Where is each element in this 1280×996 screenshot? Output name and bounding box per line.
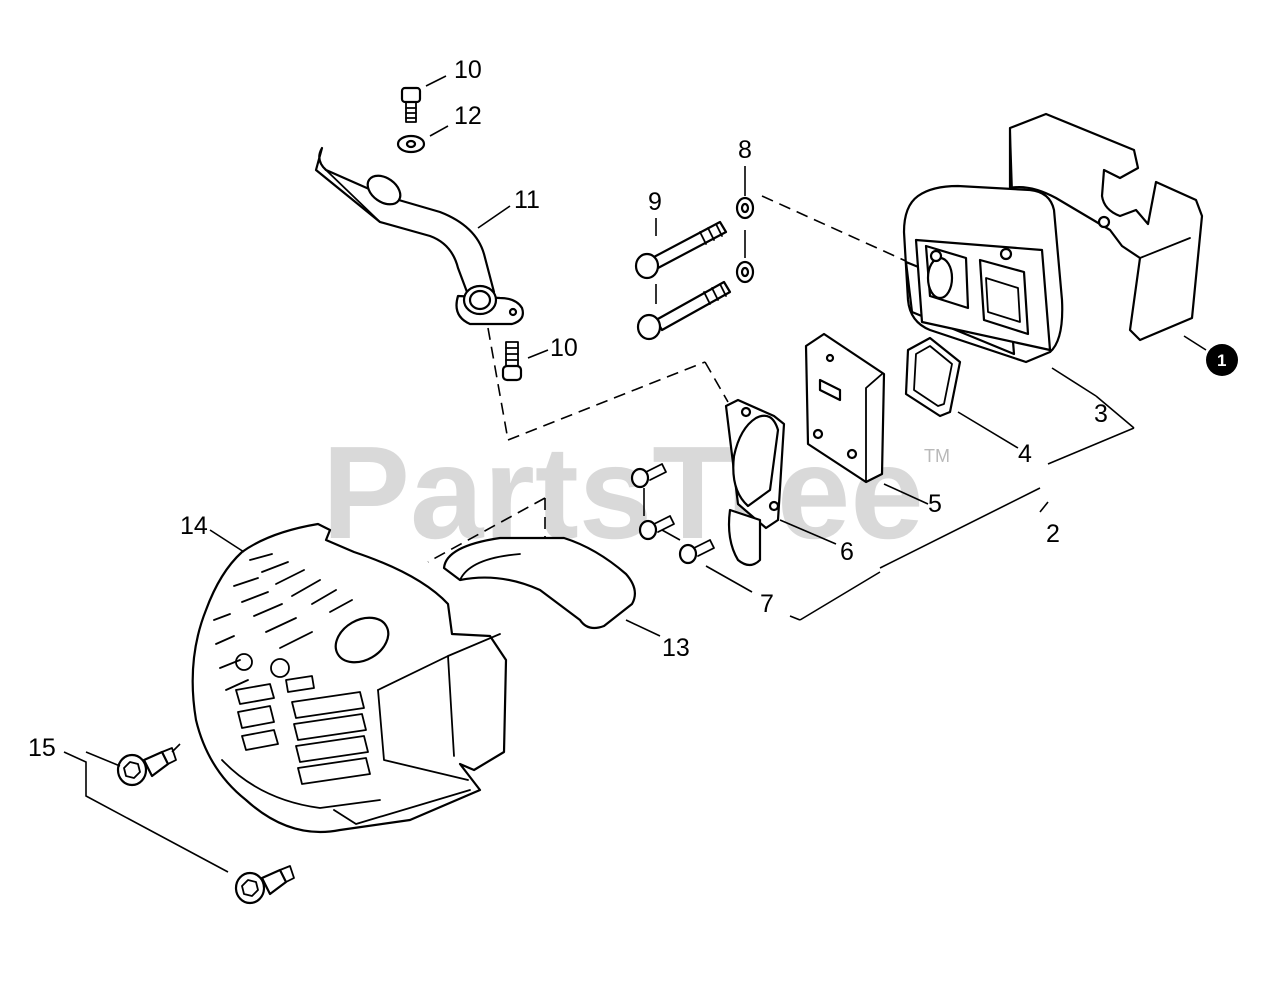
callout-12: 12 <box>454 102 482 130</box>
reference-marker-label: 1 <box>1217 351 1226 370</box>
part-5-plate[interactable] <box>804 332 886 484</box>
part-9-bolt-lower[interactable] <box>636 280 732 341</box>
part-4-gasket[interactable] <box>904 336 962 418</box>
callout-5: 5 <box>928 490 942 518</box>
part-6-flange[interactable] <box>724 398 786 567</box>
part-15-screw-lower[interactable] <box>234 865 295 905</box>
part-12-washer[interactable] <box>396 134 426 154</box>
part-7-screw-1[interactable] <box>630 463 667 489</box>
reference-marker[interactable]: 1 <box>1206 344 1238 376</box>
part-7-screw-2[interactable] <box>638 515 675 541</box>
callout-10-lower: 10 <box>550 334 578 362</box>
callout-4: 4 <box>1018 440 1032 468</box>
part-8-washer-lower[interactable] <box>735 260 755 284</box>
callout-10-top: 10 <box>454 56 482 84</box>
callout-13: 13 <box>662 634 690 662</box>
watermark-trademark: TM <box>924 446 950 466</box>
callout-14: 14 <box>180 512 208 540</box>
callout-3: 3 <box>1094 400 1108 428</box>
part-13-deflector[interactable] <box>442 536 637 630</box>
part-10-top-bolt[interactable] <box>400 86 422 123</box>
callout-6: 6 <box>840 538 854 566</box>
muffler-heat-shield[interactable] <box>1008 112 1204 342</box>
part-14-cylinder-cover[interactable] <box>191 522 508 834</box>
callout-11: 11 <box>514 186 540 214</box>
part-9-bolt-upper[interactable] <box>634 220 728 280</box>
part-15-screw-upper[interactable] <box>116 747 177 787</box>
part-7-screw-3[interactable] <box>678 539 715 565</box>
part-3-muffler-body[interactable] <box>902 184 1064 364</box>
callout-2: 2 <box>1046 520 1060 548</box>
part-11-pipe[interactable] <box>314 146 524 326</box>
part-10-lower-bolt[interactable] <box>501 341 523 382</box>
callout-8: 8 <box>738 136 752 164</box>
part-8-washer-upper[interactable] <box>735 196 755 220</box>
leader-lines <box>63 75 1207 873</box>
callout-7: 7 <box>760 590 774 618</box>
callout-15: 15 <box>28 734 56 762</box>
callout-9: 9 <box>648 188 662 216</box>
